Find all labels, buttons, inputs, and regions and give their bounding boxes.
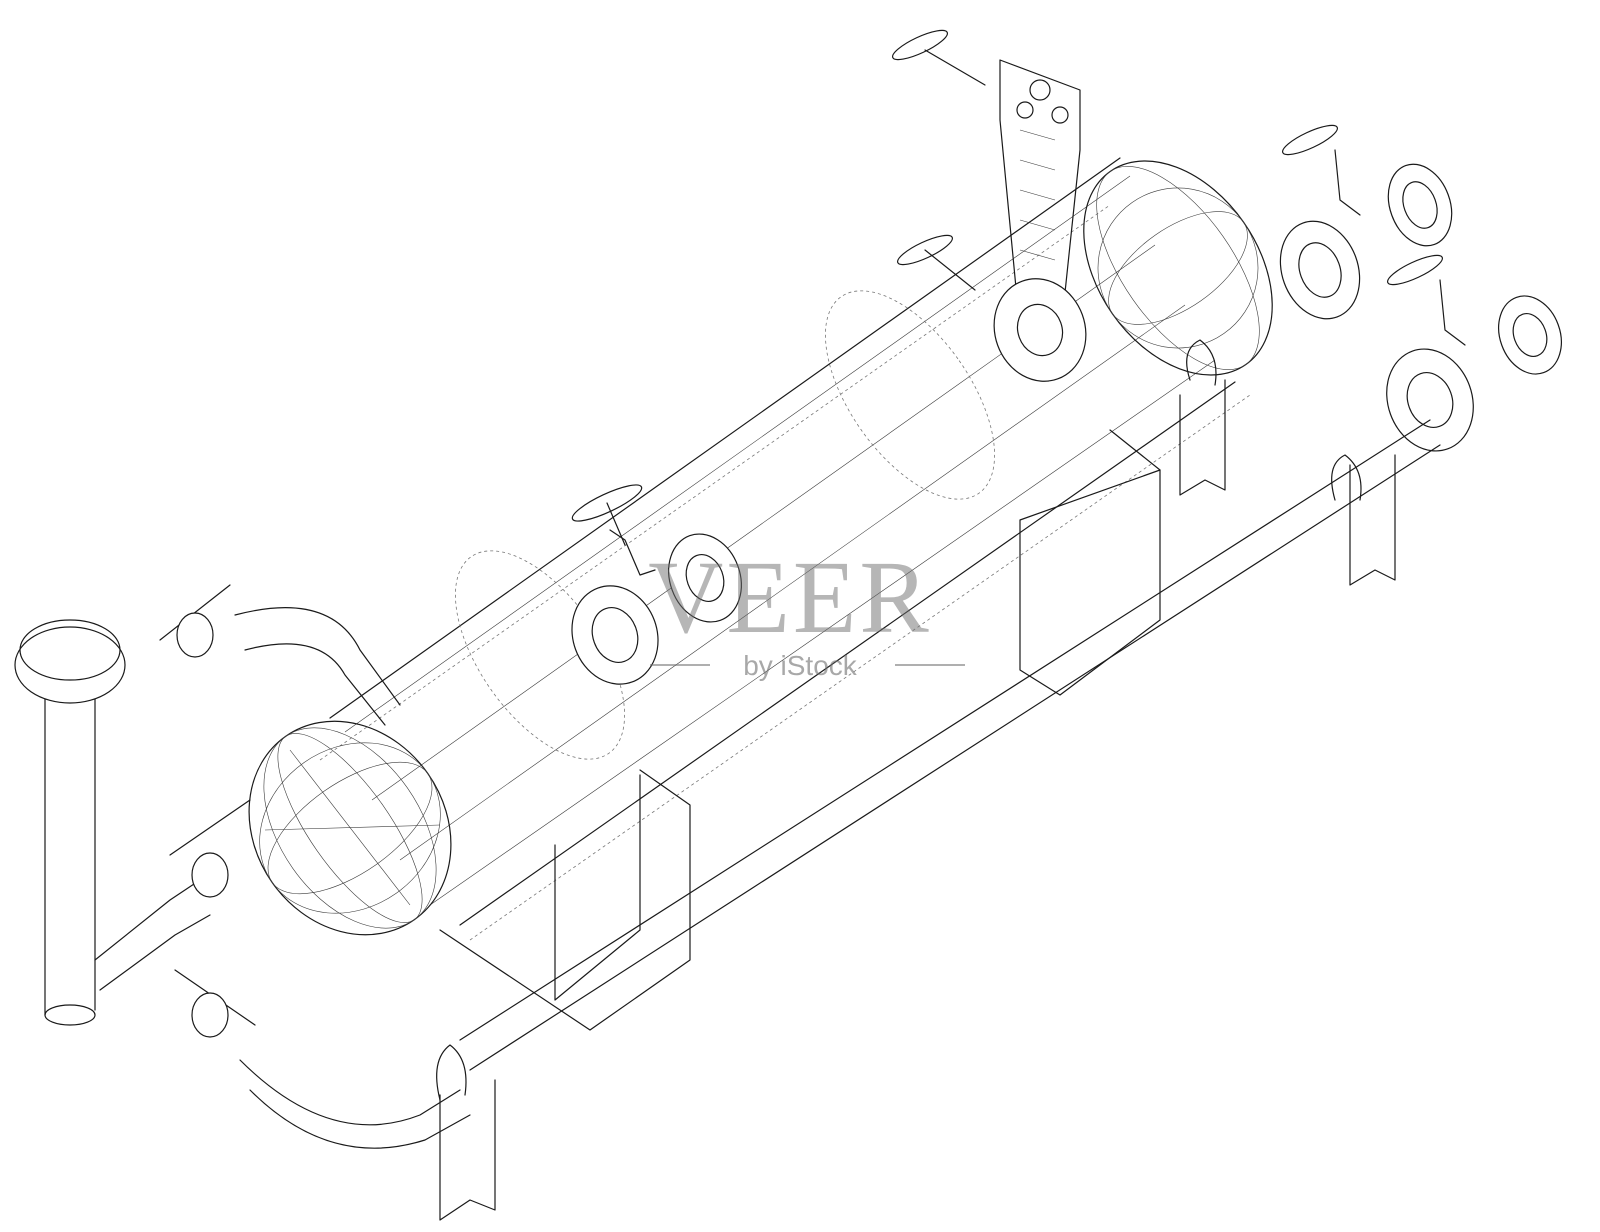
ball-valve-icon [14,584,256,1038]
handwheel-valve-icon [571,29,1466,576]
support-saddle-icon [439,429,1161,1031]
watermark-byline: by iStock [743,650,858,681]
support-saddle-icon [439,379,1396,1221]
level-gauge-icon [999,59,1081,341]
watermark-brand: VEER [648,540,932,655]
pipe-flange-icon [571,163,1562,685]
piping [44,419,1441,1149]
watermark: VEER by iStock [648,540,965,681]
u-bolt-clamp-icon [436,339,1362,1101]
pressure-vessel-icon [248,157,1273,941]
